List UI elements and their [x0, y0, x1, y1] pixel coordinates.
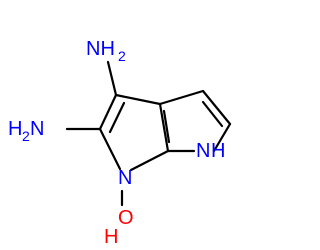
ring-nitrogen-label: N — [118, 167, 132, 189]
hydroxyl-h-label: H — [104, 226, 118, 248]
amine-left-subscript: 2 — [22, 128, 30, 144]
bond-c3-c3a — [114, 93, 162, 106]
bond-c3a-c4 — [158, 89, 205, 106]
bond-c3-nh2-top — [106, 60, 118, 97]
amine-left-h-label: H — [8, 118, 22, 140]
amine-left-n-label: N — [30, 118, 44, 140]
structure-diagram: NH 2 H 2 N N N H O H — [8, 38, 232, 248]
bond-c4-c5-inner — [201, 100, 224, 128]
bond-c3a-c6a — [158, 102, 170, 153]
bond-c6a-c3a-inner — [162, 109, 171, 144]
bond-c3-c2-inner — [108, 101, 126, 134]
bond-c3-c2 — [98, 93, 118, 131]
ring-nh-h-label: H — [211, 140, 225, 162]
bond-c4-c5 — [201, 89, 232, 126]
amine-top-label: NH — [86, 38, 115, 60]
bond-n1-c6a — [129, 149, 170, 172]
molecule-drawing: NH 2 H 2 N N N H O H — [8, 38, 232, 248]
bond-c5-n6 — [212, 122, 232, 153]
bond-c2-n1 — [98, 127, 122, 171]
ring-nh-n-label: N — [196, 140, 210, 162]
amine-top-subscript: 2 — [118, 48, 126, 64]
hydroxyl-o-label: O — [118, 207, 134, 229]
